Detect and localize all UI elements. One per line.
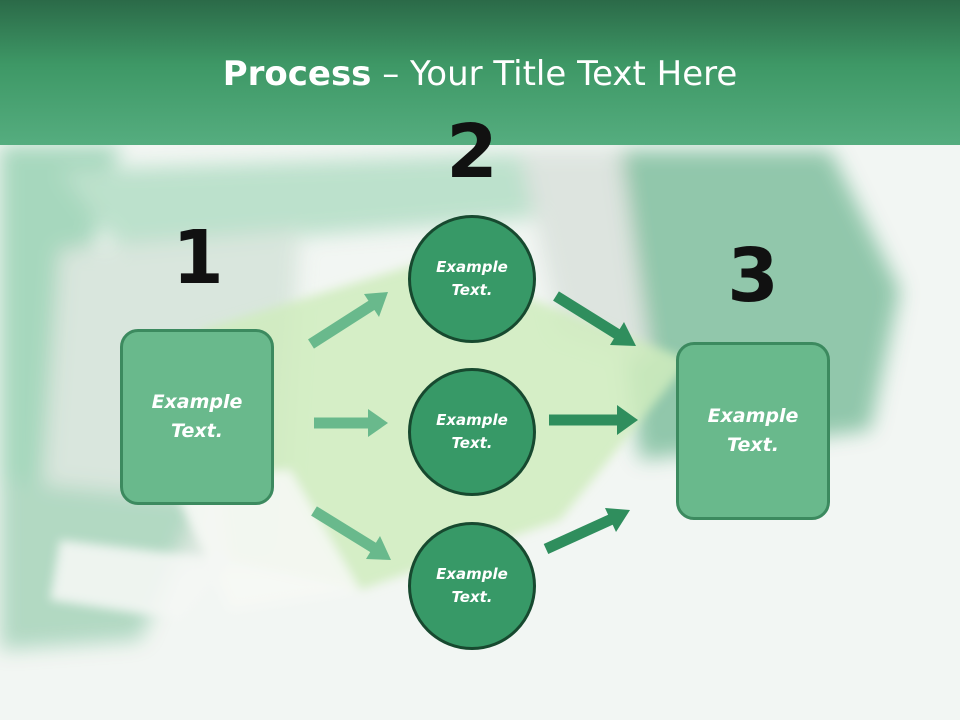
step-3-box: Example Text. bbox=[676, 342, 830, 520]
arrow-1-to-top bbox=[308, 292, 388, 349]
title-bar bbox=[0, 0, 960, 145]
title-rest: – Your Title Text Here bbox=[371, 54, 738, 94]
slide-title: Process – Your Title Text Here bbox=[0, 52, 960, 96]
step-1-text: Example Text. bbox=[151, 391, 243, 442]
step-number-1: 1 bbox=[172, 215, 224, 301]
step-2-circle-middle: Example Text. bbox=[408, 368, 536, 496]
step-1-box: Example Text. bbox=[120, 329, 274, 505]
step-3-text: Example Text. bbox=[707, 405, 799, 456]
circle-top-text: Example Text. bbox=[436, 258, 508, 299]
arrow-bottom-to-3 bbox=[543, 508, 630, 555]
step-2-circle-bottom: Example Text. bbox=[408, 522, 536, 650]
circle-bottom-text: Example Text. bbox=[436, 565, 508, 606]
arrow-top-to-3 bbox=[553, 291, 636, 346]
step-number-3: 3 bbox=[727, 233, 779, 319]
circle-middle-text: Example Text. bbox=[436, 411, 508, 452]
arrow-1-to-bottom bbox=[311, 506, 391, 560]
step-2-circle-top: Example Text. bbox=[408, 215, 536, 343]
title-bold: Process bbox=[222, 54, 372, 94]
arrow-1-to-middle bbox=[314, 409, 388, 437]
arrow-middle-to-3 bbox=[549, 405, 638, 435]
step-number-2: 2 bbox=[446, 109, 498, 195]
